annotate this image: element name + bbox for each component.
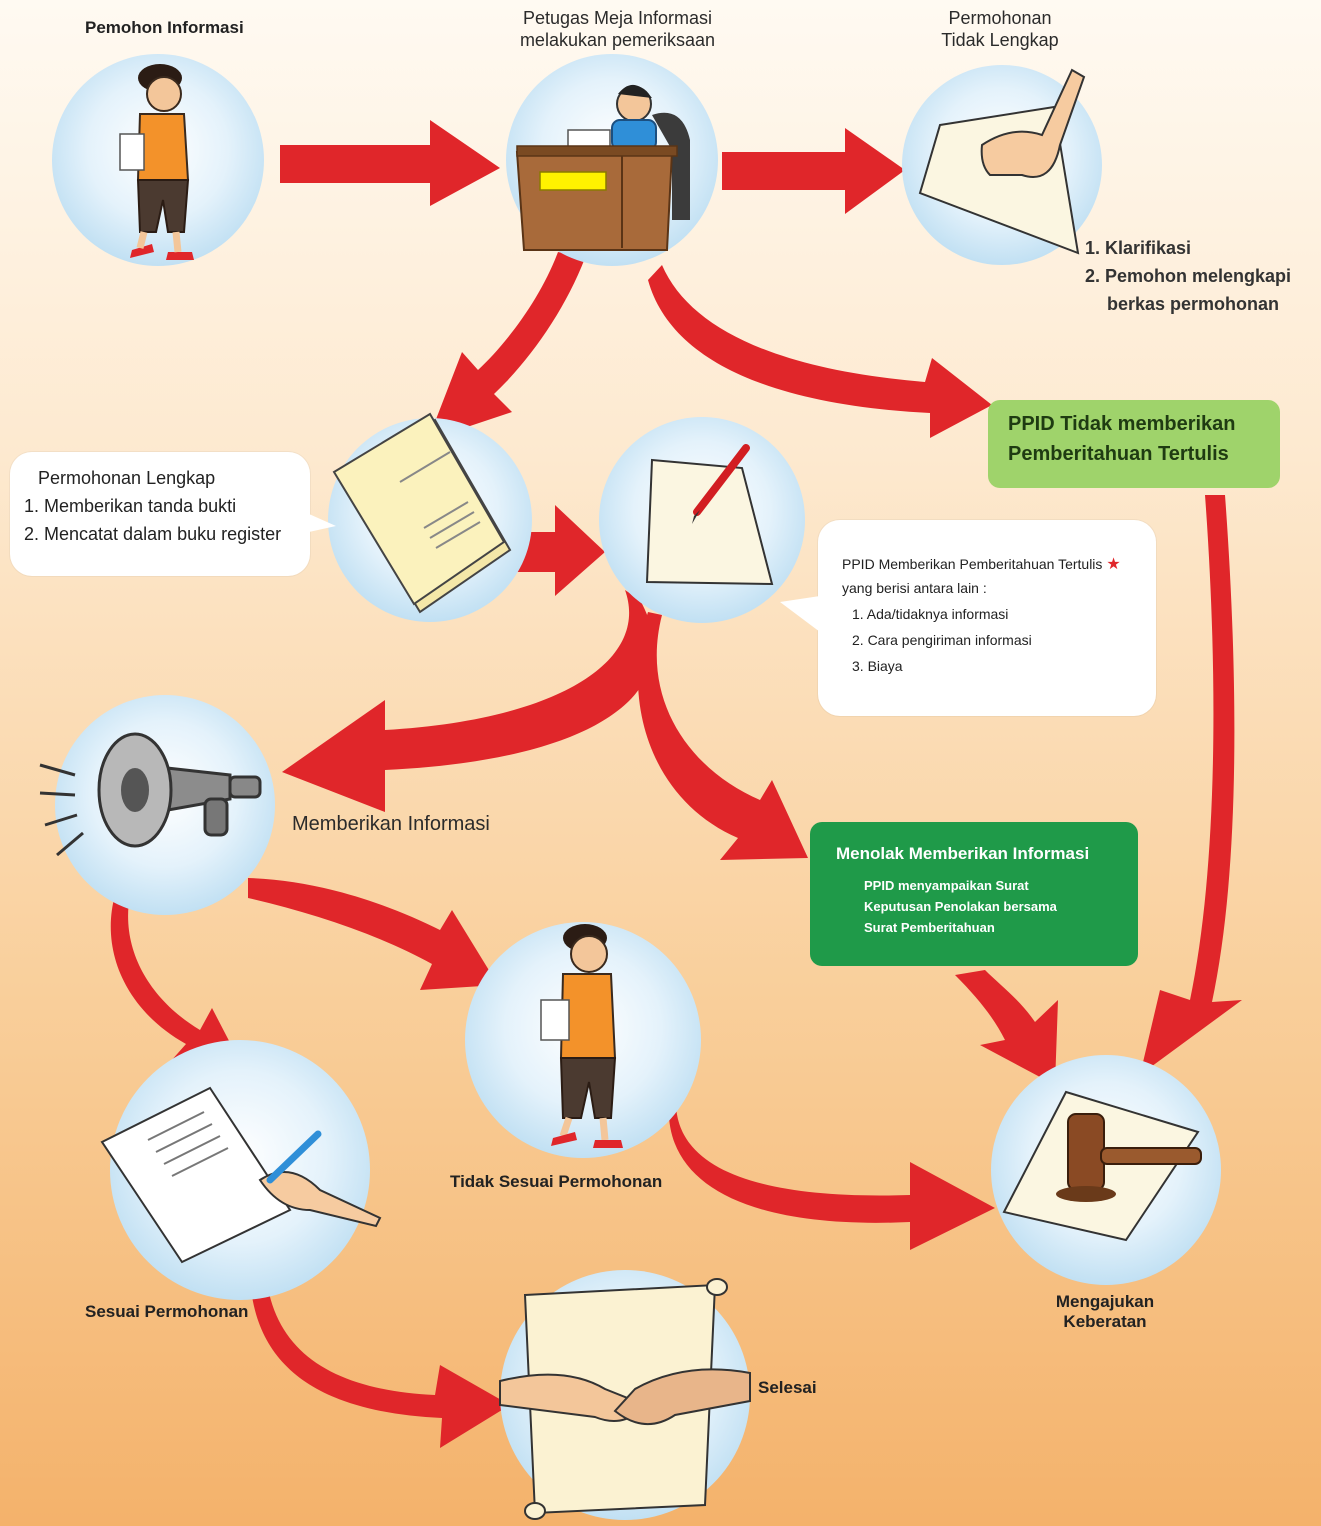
- label-mengajukan-line2: Keberatan: [1063, 1312, 1147, 1332]
- callout-ppid-pemberitahuan: PPID Memberikan Pemberitahuan Tertulis ★…: [818, 520, 1156, 716]
- arrow-to-tidaksesuai: [248, 878, 498, 990]
- label-petugas: Petugas Meja Informasi melakukan pemerik…: [500, 8, 735, 51]
- box-tidak-memberikan-line2: Pemberitahuan Tertulis: [1008, 443, 1229, 465]
- paper-pen-illustration: [645, 444, 774, 586]
- arrow-petugas-to-tidakmemberikan: [648, 265, 992, 438]
- label-sesuai: Sesuai Permohonan: [85, 1302, 249, 1321]
- callout-lengkap-title: Permohonan Lengkap: [38, 468, 216, 488]
- box-tidak-memberikan-line1: PPID Tidak memberikan: [1008, 413, 1236, 435]
- box-menolak-title: Menolak Memberikan Informasi: [836, 844, 1090, 863]
- handshake-illustration: [499, 1278, 751, 1520]
- arrow-to-menolak: [637, 612, 808, 860]
- arrow-lengkap-to-pemberitahuan: [515, 505, 605, 596]
- arrow-pemohon-to-petugas: [280, 120, 500, 206]
- klarifikasi-item-2: 2. Pemohon melengkapi: [1085, 266, 1292, 286]
- callout-lengkap-item1: 1. Memberikan tanda bukti: [24, 496, 237, 516]
- person-illustration-2: [540, 924, 623, 1148]
- callout-lengkap-pointer: [300, 510, 336, 534]
- arrow-to-memberikan-informasi: [282, 590, 654, 812]
- box-menolak: Menolak Memberikan Informasi PPID menyam…: [810, 822, 1138, 966]
- arrow-tidakmemberikan-to-keberatan: [1140, 495, 1242, 1075]
- arrow-to-sesuai: [110, 895, 240, 1062]
- paper-hand-illustration: [918, 68, 1086, 255]
- box-menolak-line3: Surat Pemberitahuan: [864, 920, 995, 935]
- label-memberikan-informasi: Memberikan Informasi: [292, 813, 490, 835]
- label-tidak-lengkap-line1: Permohonan: [948, 8, 1052, 28]
- klarifikasi-item-3: berkas permohonan: [1107, 294, 1280, 314]
- callout-ppid-item2: 2. Cara pengiriman informasi: [852, 632, 1032, 648]
- callout-ppid-line2: yang berisi antara lain :: [842, 580, 987, 596]
- arrow-menolak-to-keberatan: [955, 970, 1058, 1085]
- box-menolak-line2: Keputusan Penolakan bersama: [864, 899, 1057, 914]
- label-pemohon: Pemohon Informasi: [85, 18, 244, 37]
- label-petugas-line1: Petugas Meja Informasi: [522, 8, 713, 28]
- klarifikasi-list: 1. Klarifikasi 2. Pemohon melengkapi ber…: [1085, 234, 1291, 318]
- label-tidak-sesuai: Tidak Sesuai Permohonan: [450, 1172, 663, 1191]
- callout-lengkap-item2: 2. Mencatat dalam buku register: [24, 524, 282, 544]
- megaphone-illustration: [39, 732, 262, 857]
- arrows: [110, 120, 1242, 1448]
- callout-ppid-item1: 1. Ada/tidaknya informasi: [852, 606, 1009, 622]
- label-mengajukan-keberatan: Mengajukan Keberatan: [1040, 1292, 1170, 1333]
- klarifikasi-item-1: 1. Klarifikasi: [1085, 238, 1192, 258]
- label-tidak-lengkap-line2: Tidak Lengkap: [941, 29, 1059, 50]
- arrow-sesuai-to-selesai: [249, 1255, 511, 1448]
- label-mengajukan-line1: Mengajukan: [1055, 1292, 1155, 1311]
- gavel-illustration: [1002, 1090, 1202, 1242]
- signing-illustration: [100, 1086, 382, 1264]
- callout-ppid-line1: PPID Memberikan Pemberitahuan Tertulis: [842, 556, 1103, 572]
- documents-illustration: [332, 412, 512, 614]
- box-ppid-tidak-memberikan: PPID Tidak memberikan Pemberitahuan Tert…: [988, 400, 1280, 488]
- arrow-petugas-to-lengkap: [428, 252, 585, 440]
- callout-permohonan-lengkap: Permohonan Lengkap 1. Memberikan tanda b…: [10, 452, 310, 576]
- callout-ppid-item3: 3. Biaya: [852, 658, 903, 674]
- arrow-tidaksesuai-to-keberatan: [668, 1082, 995, 1250]
- box-menolak-line1: PPID menyampaikan Surat: [864, 878, 1029, 893]
- person-illustration: [119, 64, 194, 260]
- callout-ppid-pointer: [780, 596, 820, 632]
- arrow-petugas-to-tidaklengkap: [722, 128, 905, 214]
- star-icon: ★: [1106, 556, 1121, 573]
- label-petugas-line2: melakukan pemeriksaan: [519, 29, 716, 50]
- label-tidak-lengkap: Permohonan Tidak Lengkap: [915, 8, 1085, 51]
- callout-ppid-line1-wrap: PPID Memberikan Pemberitahuan Tertulis ★: [842, 554, 1121, 574]
- desk-officer-illustration: [515, 84, 690, 251]
- label-selesai: Selesai: [758, 1378, 817, 1397]
